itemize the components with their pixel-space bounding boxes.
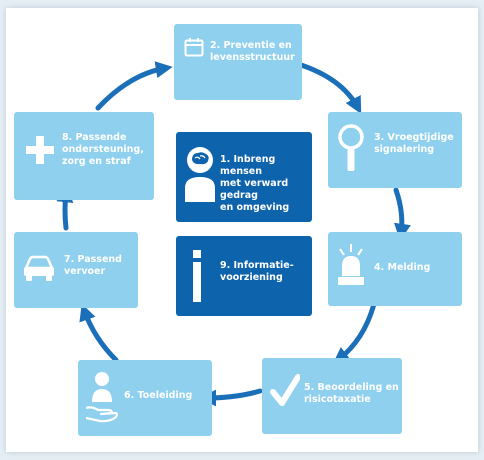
arrow-8-to-2 [95, 61, 173, 111]
magnifier-icon [336, 124, 366, 178]
car-icon [22, 254, 56, 286]
step-4-label: 4. Melding [374, 262, 431, 273]
arrow-2-to-3 [295, 61, 362, 114]
step-2-label: 2. Preventie en levensstructuur [210, 40, 295, 63]
step-1-box: 1. Inbreng mensen met verward gedrag en … [176, 132, 312, 222]
step-6-box: 6. Toeleiding [78, 360, 212, 436]
step-1-label: 1. Inbreng mensen met verward gedrag en … [220, 154, 290, 213]
plus-icon [26, 136, 54, 168]
step-7-label: 7. Passend vervoer [64, 254, 122, 277]
calendar-icon [184, 37, 204, 61]
step-9-label: 9. Informatie- voorziening [220, 260, 294, 283]
step-8-label: 8. Passende ondersteuning, zorg en straf [62, 132, 144, 167]
step-5-box: 5. Beoordeling en risicotaxatie [262, 358, 402, 434]
step-8-box: 8. Passende ondersteuning, zorg en straf [14, 112, 154, 200]
step-5-label: 5. Beoordeling en risicotaxatie [304, 382, 399, 405]
step-4-box: 4. Melding [328, 232, 462, 306]
checkmark-icon [270, 374, 301, 412]
step-7-box: 7. Passend vervoer [14, 232, 138, 308]
step-6-label: 6. Toeleiding [124, 390, 193, 401]
alarm-siren-icon [336, 242, 366, 294]
person-brain-icon [182, 144, 218, 208]
arrow-3-to-4 [393, 187, 411, 241]
arrow-5-to-6 [199, 388, 263, 407]
step-2-box: 2. Preventie en levensstructuur [174, 24, 302, 100]
arrow-4-to-5 [332, 301, 377, 365]
arrow-6-to-7 [79, 303, 119, 363]
diagram-panel: 2. Preventie en levensstructuur 3. Vroeg… [6, 8, 478, 452]
step-3-box: 3. Vroegtijdige signalering [328, 112, 462, 188]
hand-person-icon [85, 370, 119, 428]
step-3-label: 3. Vroegtijdige signalering [374, 132, 454, 155]
step-9-box: 9. Informatie- voorziening [176, 236, 312, 316]
cycle-arrows [56, 61, 411, 407]
info-icon [190, 250, 204, 306]
